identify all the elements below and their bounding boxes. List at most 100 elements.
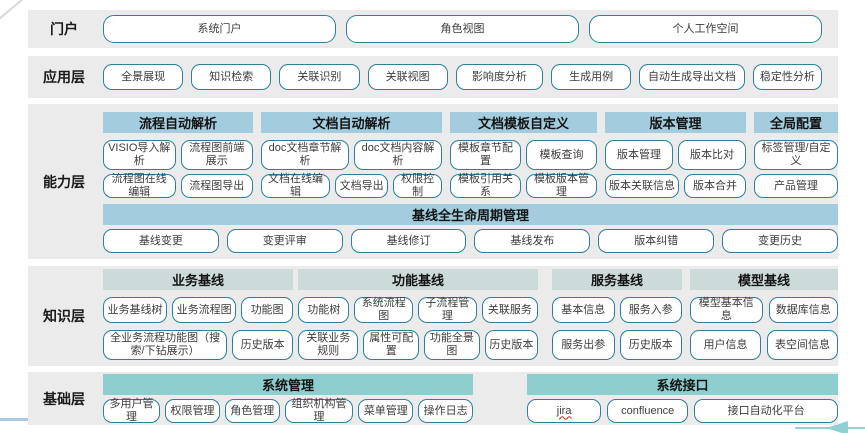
foundation-group: 系统接口 jira confluence 接口自动化平台 bbox=[527, 374, 838, 423]
knowledge-box: 用户信息 bbox=[690, 330, 761, 360]
capability-box: 流程图在线编辑 bbox=[103, 173, 176, 198]
group-header: 流程自动解析 bbox=[103, 112, 253, 133]
application-box: 稳定性分析 bbox=[752, 64, 823, 90]
knowledge-box: 表空间信息 bbox=[767, 330, 838, 360]
layer-label-portal: 门户 bbox=[50, 21, 78, 37]
capability-box: 版本比对 bbox=[678, 140, 746, 170]
foundation-box-jira: jira bbox=[527, 399, 602, 423]
foundation-layer-band: 基础层 系统管理 多用户管理 权限管理 角色管理 组织机构管理 菜单管理 操作日… bbox=[28, 372, 838, 425]
group-header: 系统管理 bbox=[103, 374, 473, 395]
layer-label-knowledge: 知识层 bbox=[43, 308, 85, 324]
knowledge-box: 功能树 bbox=[298, 297, 350, 323]
group-header: 文档模板自定义 bbox=[450, 112, 597, 133]
knowledge-box: 业务基线树 bbox=[103, 297, 168, 323]
foundation-group: 系统管理 多用户管理 权限管理 角色管理 组织机构管理 菜单管理 操作日志 bbox=[103, 374, 473, 423]
group-header: 服务基线 bbox=[552, 269, 682, 290]
foundation-box: 角色管理 bbox=[224, 399, 280, 423]
knowledge-box: 历史版本 bbox=[232, 330, 293, 360]
capability-box: 流程图导出 bbox=[180, 174, 253, 198]
foundation-box-confluence: confluence bbox=[607, 399, 689, 423]
capability-box: VISIO导入解析 bbox=[103, 140, 176, 170]
capability-group: 全局配置 标签管理/自定义 产品管理 bbox=[754, 112, 838, 198]
knowledge-group: 业务基线 业务基线树 业务流程图 功能图 全业务流程功能图（搜索/下钻展示） 历… bbox=[103, 269, 293, 360]
knowledge-box: 功能图 bbox=[241, 297, 293, 323]
application-box: 知识检索 bbox=[191, 64, 272, 90]
group-header: 版本管理 bbox=[605, 112, 746, 133]
knowledge-box: 数据库信息 bbox=[768, 297, 838, 323]
portal-box: 个人工作空间 bbox=[589, 15, 822, 43]
knowledge-box: 历史版本 bbox=[619, 330, 682, 360]
capability-group: 版本管理 版本管理 版本比对 版本关联信息 版本合并 bbox=[605, 112, 746, 198]
knowledge-group: 服务基线 基本信息 服务入参 服务出参 历史版本 bbox=[552, 269, 682, 360]
knowledge-box: 全业务流程功能图（搜索/下钻展示） bbox=[103, 330, 228, 360]
baseline-box: 基线发布 bbox=[474, 229, 591, 253]
layer-label-foundation: 基础层 bbox=[43, 390, 85, 407]
capability-box: doc文档内容解析 bbox=[354, 140, 442, 170]
capability-box: 版本合并 bbox=[684, 174, 746, 198]
knowledge-layer-band: 知识层 业务基线 业务基线树 业务流程图 功能图 全业务流程功能图（搜索/下钻展… bbox=[28, 266, 838, 366]
application-box: 影响度分析 bbox=[455, 64, 544, 90]
corner-diagonal-line bbox=[0, 0, 25, 21]
knowledge-box: 服务出参 bbox=[552, 330, 615, 360]
knowledge-box: 模型基本信息 bbox=[690, 297, 763, 323]
group-header: 文档自动解析 bbox=[261, 112, 442, 133]
portal-layer-band: 门户 系统门户 角色视图 个人工作空间 bbox=[28, 10, 838, 48]
baseline-box: 基线修订 bbox=[350, 229, 467, 253]
foundation-box: 菜单管理 bbox=[358, 399, 414, 423]
capability-box: 流程图前端展示 bbox=[180, 140, 253, 170]
knowledge-box: 关联业务规则 bbox=[298, 330, 359, 360]
layer-label-capability: 能力层 bbox=[43, 173, 85, 190]
capability-box: 模板章节配置 bbox=[450, 140, 521, 170]
knowledge-box: 属性可配置 bbox=[363, 330, 420, 360]
knowledge-group: 模型基线 模型基本信息 数据库信息 用户信息 表空间信息 bbox=[690, 269, 838, 360]
foundation-box: 多用户管理 bbox=[103, 398, 161, 423]
portal-box: 角色视图 bbox=[346, 15, 579, 43]
knowledge-box: 服务入参 bbox=[619, 297, 682, 323]
portal-box: 系统门户 bbox=[103, 15, 336, 43]
baseline-box: 基线变更 bbox=[103, 229, 219, 253]
knowledge-box: 关联服务 bbox=[481, 297, 538, 323]
knowledge-box: 历史版本 bbox=[484, 330, 538, 360]
application-box: 全景展现 bbox=[103, 64, 184, 90]
knowledge-box: 基本信息 bbox=[552, 297, 615, 323]
group-header: 功能基线 bbox=[298, 269, 538, 290]
group-header: 业务基线 bbox=[103, 269, 293, 290]
group-header: 全局配置 bbox=[754, 112, 838, 133]
application-box: 生成用例 bbox=[551, 64, 632, 90]
knowledge-box: 功能全景图 bbox=[424, 330, 480, 360]
capability-box: 标签管理/自定义 bbox=[754, 140, 838, 170]
knowledge-box: 子流程管理 bbox=[418, 297, 477, 323]
foundation-box: 操作日志 bbox=[418, 399, 473, 423]
capability-group: 流程自动解析 VISIO导入解析 流程图前端展示 流程图在线编辑 流程图导出 bbox=[103, 112, 253, 198]
capability-box: 模板版本管理 bbox=[526, 173, 597, 198]
capability-box: doc文档章节解析 bbox=[261, 140, 349, 170]
capability-box: 文档在线编辑 bbox=[261, 173, 331, 198]
capability-box: 文档导出 bbox=[335, 174, 389, 198]
capability-group: 文档模板自定义 模板章节配置 模板查询 模板引用关系 模板版本管理 bbox=[450, 112, 597, 198]
baseline-lifecycle-header: 基线全生命周期管理 bbox=[103, 204, 838, 225]
bottom-left-accent-line bbox=[0, 418, 28, 421]
capability-layer-band: 能力层 流程自动解析 VISIO导入解析 流程图前端展示 流程图在线编辑 流程图… bbox=[28, 104, 838, 259]
application-layer-band: 应用层 全景展现 知识检索 关联识别 关联视图 影响度分析 生成用例 自动生成导… bbox=[28, 56, 838, 98]
foundation-box: 权限管理 bbox=[165, 399, 220, 423]
application-box: 自动生成导出文档 bbox=[639, 64, 745, 90]
baseline-box: 版本纠错 bbox=[598, 229, 715, 253]
knowledge-box: 业务流程图 bbox=[172, 297, 237, 323]
capability-box: 模板查询 bbox=[526, 140, 597, 170]
foundation-box: 组织机构管理 bbox=[284, 398, 354, 423]
knowledge-group: 功能基线 功能树 系统流程图 子流程管理 关联服务 关联业务规则 属性可配置 功… bbox=[298, 269, 538, 360]
capability-box: 模板引用关系 bbox=[450, 173, 521, 198]
group-header: 模型基线 bbox=[690, 269, 838, 290]
layer-label-application: 应用层 bbox=[43, 69, 85, 85]
foundation-box: 接口自动化平台 bbox=[694, 399, 838, 423]
knowledge-box: 系统流程图 bbox=[354, 297, 414, 323]
capability-box: 版本关联信息 bbox=[605, 174, 679, 198]
capability-group: 文档自动解析 doc文档章节解析 doc文档内容解析 文档在线编辑 文档导出 权… bbox=[261, 112, 442, 198]
baseline-box: 变更历史 bbox=[722, 229, 838, 253]
application-box: 关联视图 bbox=[367, 64, 448, 90]
capability-box: 产品管理 bbox=[754, 174, 838, 198]
capability-box: 版本管理 bbox=[605, 140, 673, 170]
group-header: 系统接口 bbox=[527, 374, 838, 395]
baseline-box: 变更评审 bbox=[226, 229, 343, 253]
